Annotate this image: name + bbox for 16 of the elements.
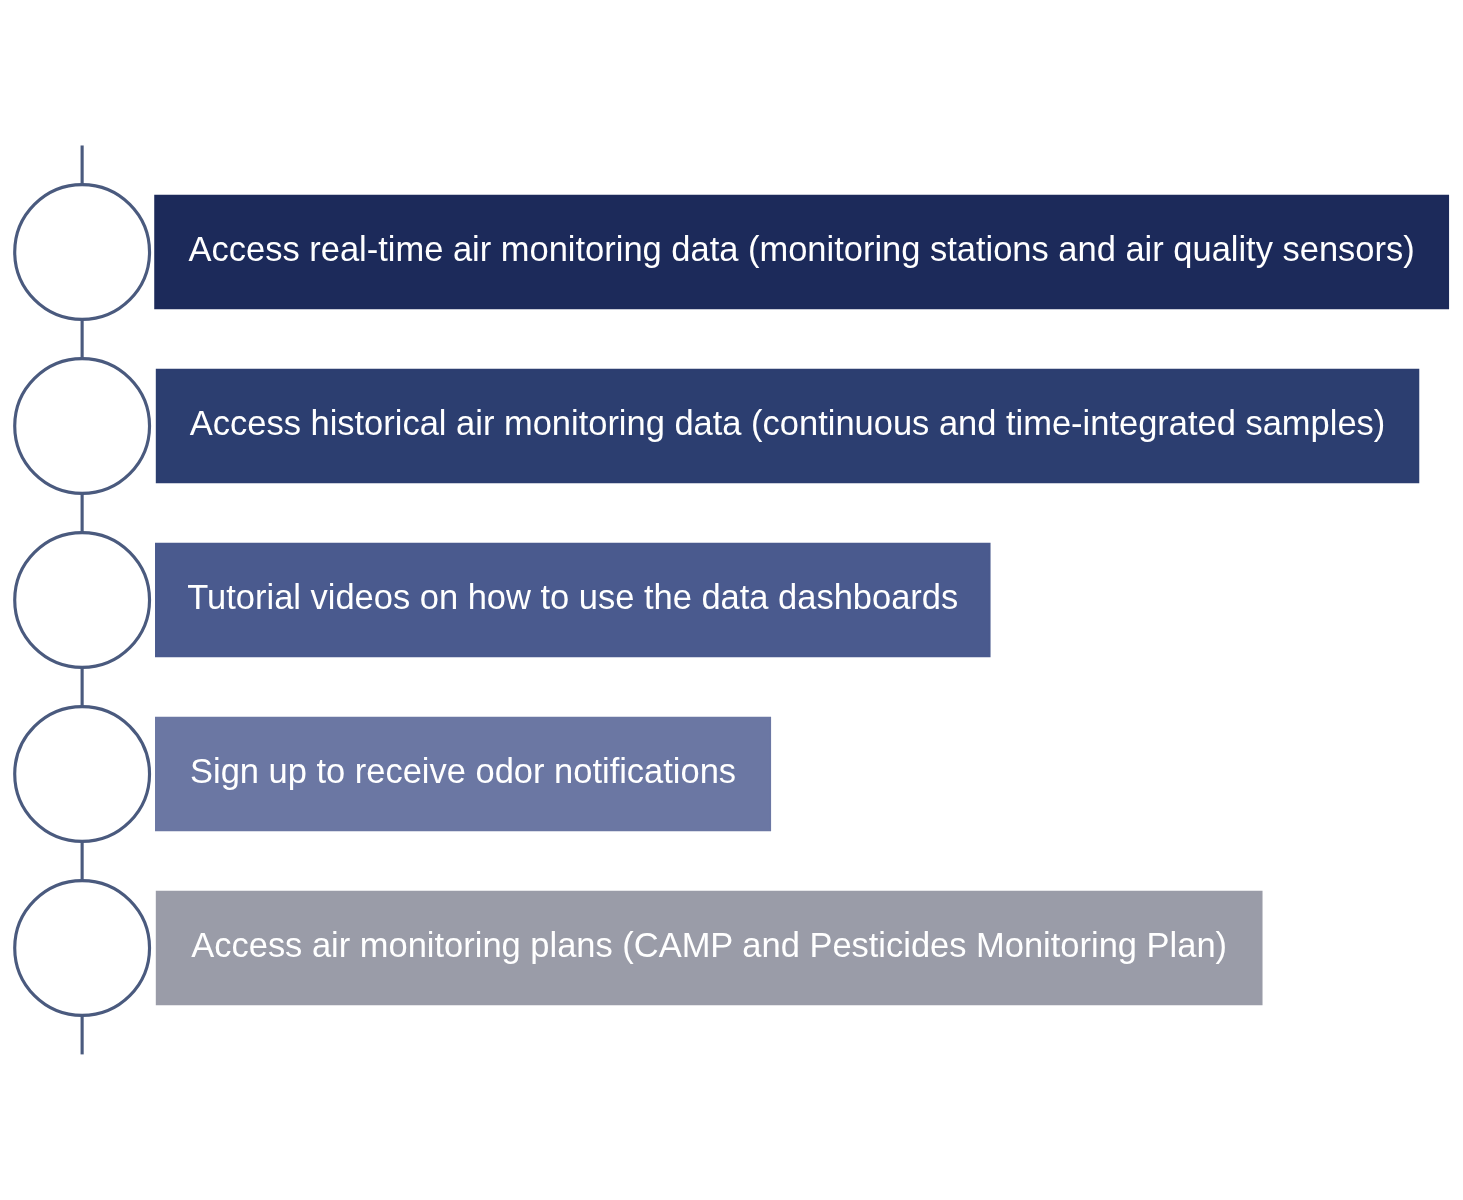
node-circle [13,357,152,495]
node-box: Access air monitoring plans (CAMP and Pesticides Monitoring Plan) [155,890,1263,1006]
node-circle [13,879,152,1017]
node-circle [13,183,152,321]
connector [80,493,84,533]
node-box: Tutorial videos on how to use the data dashboards [155,542,991,658]
node-box: Sign up to receive odor notifications [155,716,772,832]
node-circle [13,705,152,843]
node-circle [13,531,152,669]
connector [80,667,84,707]
connector [80,319,84,359]
connector [80,1015,84,1055]
node-box: Access historical air monitoring data (continuous and time-integrated samples) [155,368,1420,484]
connector [80,841,84,881]
connector [80,145,84,185]
node-box: Access real-time air monitoring data (monitoring stations and air quality sensors) [154,194,1450,310]
